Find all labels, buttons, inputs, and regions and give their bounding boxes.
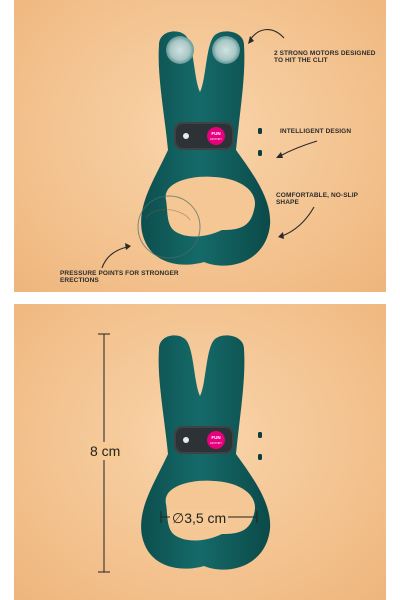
pressure-point-highlight — [137, 195, 201, 259]
arrow-design — [279, 140, 318, 157]
dimensions-panel: FUN FACTORY 8 cm ∅3,5 cm — [14, 304, 386, 600]
brand-logo-circle — [207, 127, 225, 145]
brand-logo-circle — [207, 431, 225, 449]
product-illustration-features: FUN FACTORY — [101, 29, 318, 269]
brand-logo-text: FUN — [211, 131, 220, 136]
arrow-pressure — [101, 246, 128, 269]
power-button — [183, 437, 189, 443]
annotation-shape: COMFORTABLE, NO-SLIP SHAPE — [276, 192, 358, 207]
arrow-shape — [281, 206, 315, 237]
brand-logo-text: FUN — [211, 435, 220, 440]
arrow-motors — [249, 29, 285, 41]
height-label: 8 cm — [88, 442, 123, 460]
right-motor — [212, 36, 240, 64]
product-illustration-dimensions: FUN FACTORY — [98, 333, 271, 573]
annotation-design: INTELLIGENT DESIGN — [280, 128, 352, 135]
left-motor — [166, 36, 194, 64]
brand-logo-subtext: FACTORY — [210, 442, 222, 445]
power-button — [183, 133, 189, 139]
brand-logo-subtext: FACTORY — [210, 138, 222, 141]
ring-hole — [165, 176, 255, 237]
annotation-motors: 2 STRONG MOTORS DESIGNED TO HIT THE CLIT — [274, 50, 376, 65]
features-panel: FUN FACTORY 2 STRONG MOTORS DESIGNED TO … — [14, 0, 386, 292]
ring-diameter-label: ∅3,5 cm — [170, 510, 229, 527]
annotation-pressure: PRESSURE POINTS FOR STRONGER ERECTIONS — [60, 270, 179, 285]
panel-divider — [14, 292, 386, 304]
